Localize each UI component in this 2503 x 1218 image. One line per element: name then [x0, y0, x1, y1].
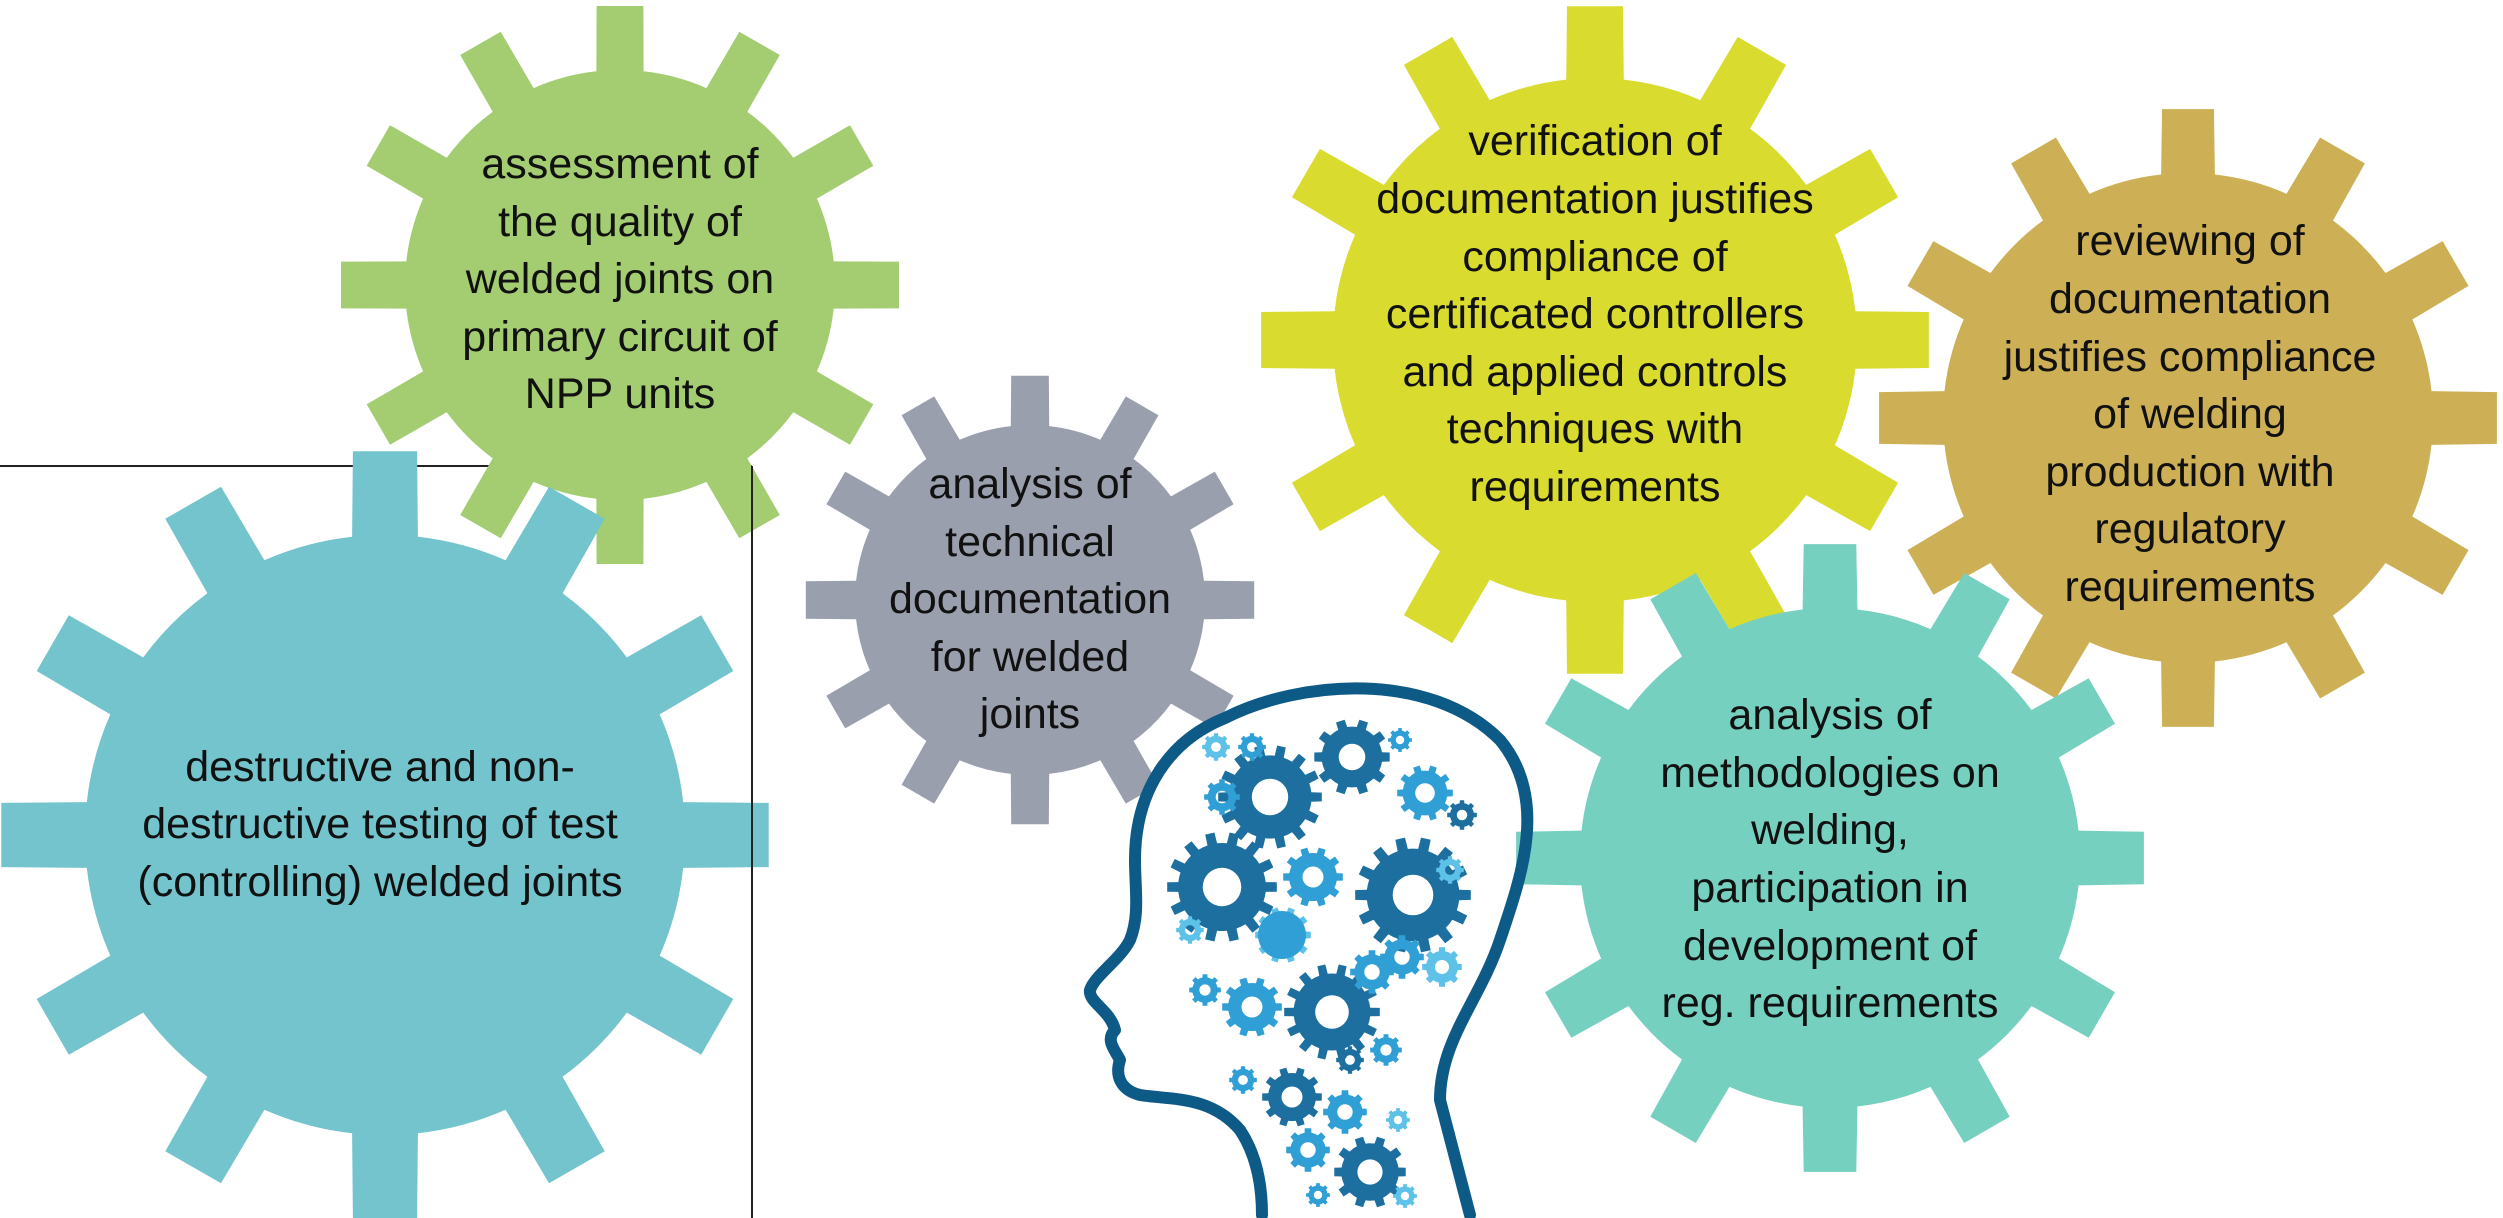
head-gear-icon	[1334, 1136, 1406, 1208]
head-gear-icon	[1314, 719, 1390, 795]
head-gear-icon	[1370, 1034, 1402, 1066]
head-gear-icon	[1386, 1108, 1410, 1132]
gear-testing	[1, 451, 769, 1218]
gear-verification	[1261, 6, 1929, 674]
head-gear-icon	[1189, 974, 1221, 1006]
head-gear-icon	[1436, 856, 1464, 884]
gear-label-testing: destructive and non- destructive testing…	[137, 742, 623, 906]
head-gear-icon	[1397, 765, 1453, 821]
gear-reviewing	[1879, 109, 2497, 727]
head-gear-icon	[1447, 800, 1477, 830]
gear-technical-documentation	[805, 375, 1255, 825]
head-gear-icon	[1262, 1067, 1322, 1127]
head-with-gears-icon	[1084, 682, 1534, 1218]
head-gear-icon	[1306, 1183, 1330, 1207]
head-gear-icon	[1388, 728, 1412, 752]
head-gear-icon	[1336, 1046, 1364, 1074]
head-gear-icon	[1355, 837, 1471, 953]
head-gear-icon	[1167, 832, 1277, 942]
head-gear-icon	[1380, 935, 1424, 979]
head-gear-icon	[1286, 1128, 1330, 1172]
head-gear-icon	[1323, 1090, 1367, 1134]
gear-methodologies	[1516, 544, 2144, 1172]
gear-label-verification: verification of documentation justifies …	[1376, 117, 1814, 512]
gear-label-quality-assessment: assessment of the quality of welded join…	[462, 139, 778, 419]
head-gear-icon	[1202, 733, 1230, 761]
head-gear-icon	[1350, 950, 1394, 994]
head-gear-icon	[1222, 977, 1282, 1037]
gear-label-technical-documentation: analysis of technical documentation for …	[888, 459, 1172, 739]
head-gear-icon	[1204, 779, 1240, 815]
head-gear-icon	[1229, 1066, 1257, 1094]
head-center-dot	[1258, 911, 1306, 959]
head-gear-icon	[1283, 847, 1343, 907]
head-gear-icon	[1218, 745, 1322, 849]
gear-quality-assessment	[341, 6, 899, 564]
head-gear-icon	[1393, 1184, 1417, 1208]
head-gear-icon	[1422, 947, 1462, 987]
head-gear-icon	[1238, 733, 1266, 761]
gear-label-methodologies: analysis of methodologies on welding, pa…	[1660, 691, 2000, 1028]
head-gear-icon	[1176, 916, 1204, 944]
gear-label-reviewing: reviewing of documentation justifies com…	[2003, 217, 2377, 612]
head-gear-icon	[1284, 964, 1380, 1060]
head-outline	[1084, 682, 1534, 1218]
